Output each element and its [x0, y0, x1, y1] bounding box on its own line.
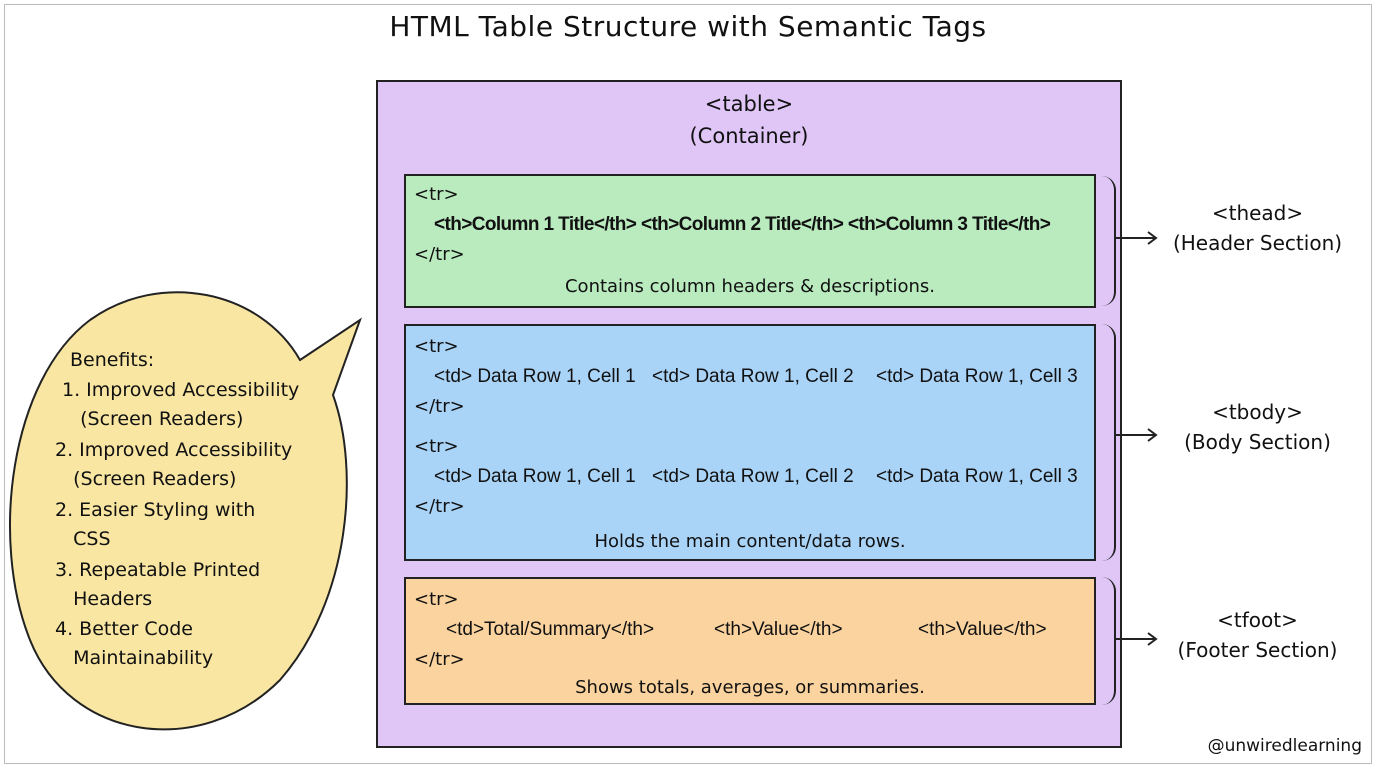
watermark: @unwiredlearning	[1207, 736, 1362, 756]
tr-close: </tr>	[414, 649, 465, 670]
benefits-heading: Benefits:	[70, 349, 155, 371]
page-frame	[4, 4, 1372, 764]
td-cell: <td> Data Row 1, Cell 2	[652, 366, 854, 387]
benefit-line: Maintainability	[55, 647, 214, 669]
thead-brace	[1098, 176, 1116, 306]
td-cell: <td> Data Row 1, Cell 1	[434, 366, 636, 387]
benefit-line: (Screen Readers)	[55, 468, 237, 490]
tr-open: <tr>	[414, 589, 459, 610]
td-cell: <td> Data Row 1, Cell 3	[876, 466, 1078, 487]
benefit-line: 1. Improved Accessibility	[62, 379, 300, 401]
tbody-description: Holds the main content/data rows.	[594, 531, 906, 552]
tr-close: </tr>	[414, 244, 465, 265]
arrow-icon	[1114, 231, 1158, 245]
tfoot-label-tag: <tfoot>	[1217, 608, 1298, 632]
tr-open: <tr>	[414, 436, 459, 457]
thead-label-caption: (Header Section)	[1172, 231, 1343, 255]
tfoot-description: Shows totals, averages, or summaries.	[575, 677, 925, 698]
td-cell: <td> Data Row 1, Cell 2	[652, 466, 854, 487]
diagram-title: HTML Table Structure with Semantic Tags	[389, 10, 987, 43]
th-cell: <th>Value</th>	[918, 619, 1047, 640]
tr-open: <tr>	[414, 184, 459, 205]
tr-open: <tr>	[414, 336, 459, 357]
benefit-line: 2. Easier Styling with	[55, 499, 256, 521]
arrow-icon	[1114, 428, 1158, 442]
benefits-speech-bubble	[9, 291, 362, 731]
benefit-line: CSS	[55, 528, 111, 550]
td-cell: <td>Total/Summary</th>	[446, 619, 655, 640]
container-caption: (Container)	[689, 124, 809, 148]
tbody-label-tag: <tbody>	[1212, 400, 1303, 424]
td-cell: <td> Data Row 1, Cell 3	[876, 366, 1078, 387]
thead-description: Contains column headers & descriptions.	[564, 276, 936, 297]
th-row: <th>Column 1 Title</th> <th>Column 2 Tit…	[434, 214, 1051, 235]
td-cell: <td> Data Row 1, Cell 1	[434, 466, 636, 487]
th-cell: <th>Value</th>	[714, 619, 843, 640]
thead-section: <tr> <th>Column 1 Title</th> <th>Column …	[404, 174, 1096, 308]
tr-close: </tr>	[414, 396, 465, 417]
benefit-line: (Screen Readers)	[62, 408, 244, 430]
tfoot-section: <tr> <td>Total/Summary</th> <th>Value</t…	[404, 577, 1096, 705]
container-tag: <table>	[704, 92, 794, 116]
tfoot-label-caption: (Footer Section)	[1177, 638, 1338, 662]
tfoot-brace	[1098, 577, 1116, 705]
arrow-icons	[1114, 231, 1158, 646]
tbody-brace	[1098, 324, 1116, 561]
tbody-label-caption: (Body Section)	[1184, 430, 1331, 454]
tr-close: </tr>	[414, 496, 465, 517]
thead-label-tag: <thead>	[1211, 201, 1304, 225]
tbody-section: <tr> <td> Data Row 1, Cell 1 <td> Data R…	[404, 324, 1096, 561]
benefit-line: 2. Improved Accessibility	[55, 439, 293, 461]
benefit-line: 3. Repeatable Printed	[55, 559, 261, 581]
benefit-line: Headers	[55, 588, 153, 610]
benefit-line: 4. Better Code	[55, 618, 193, 640]
arrow-icon	[1114, 632, 1158, 646]
